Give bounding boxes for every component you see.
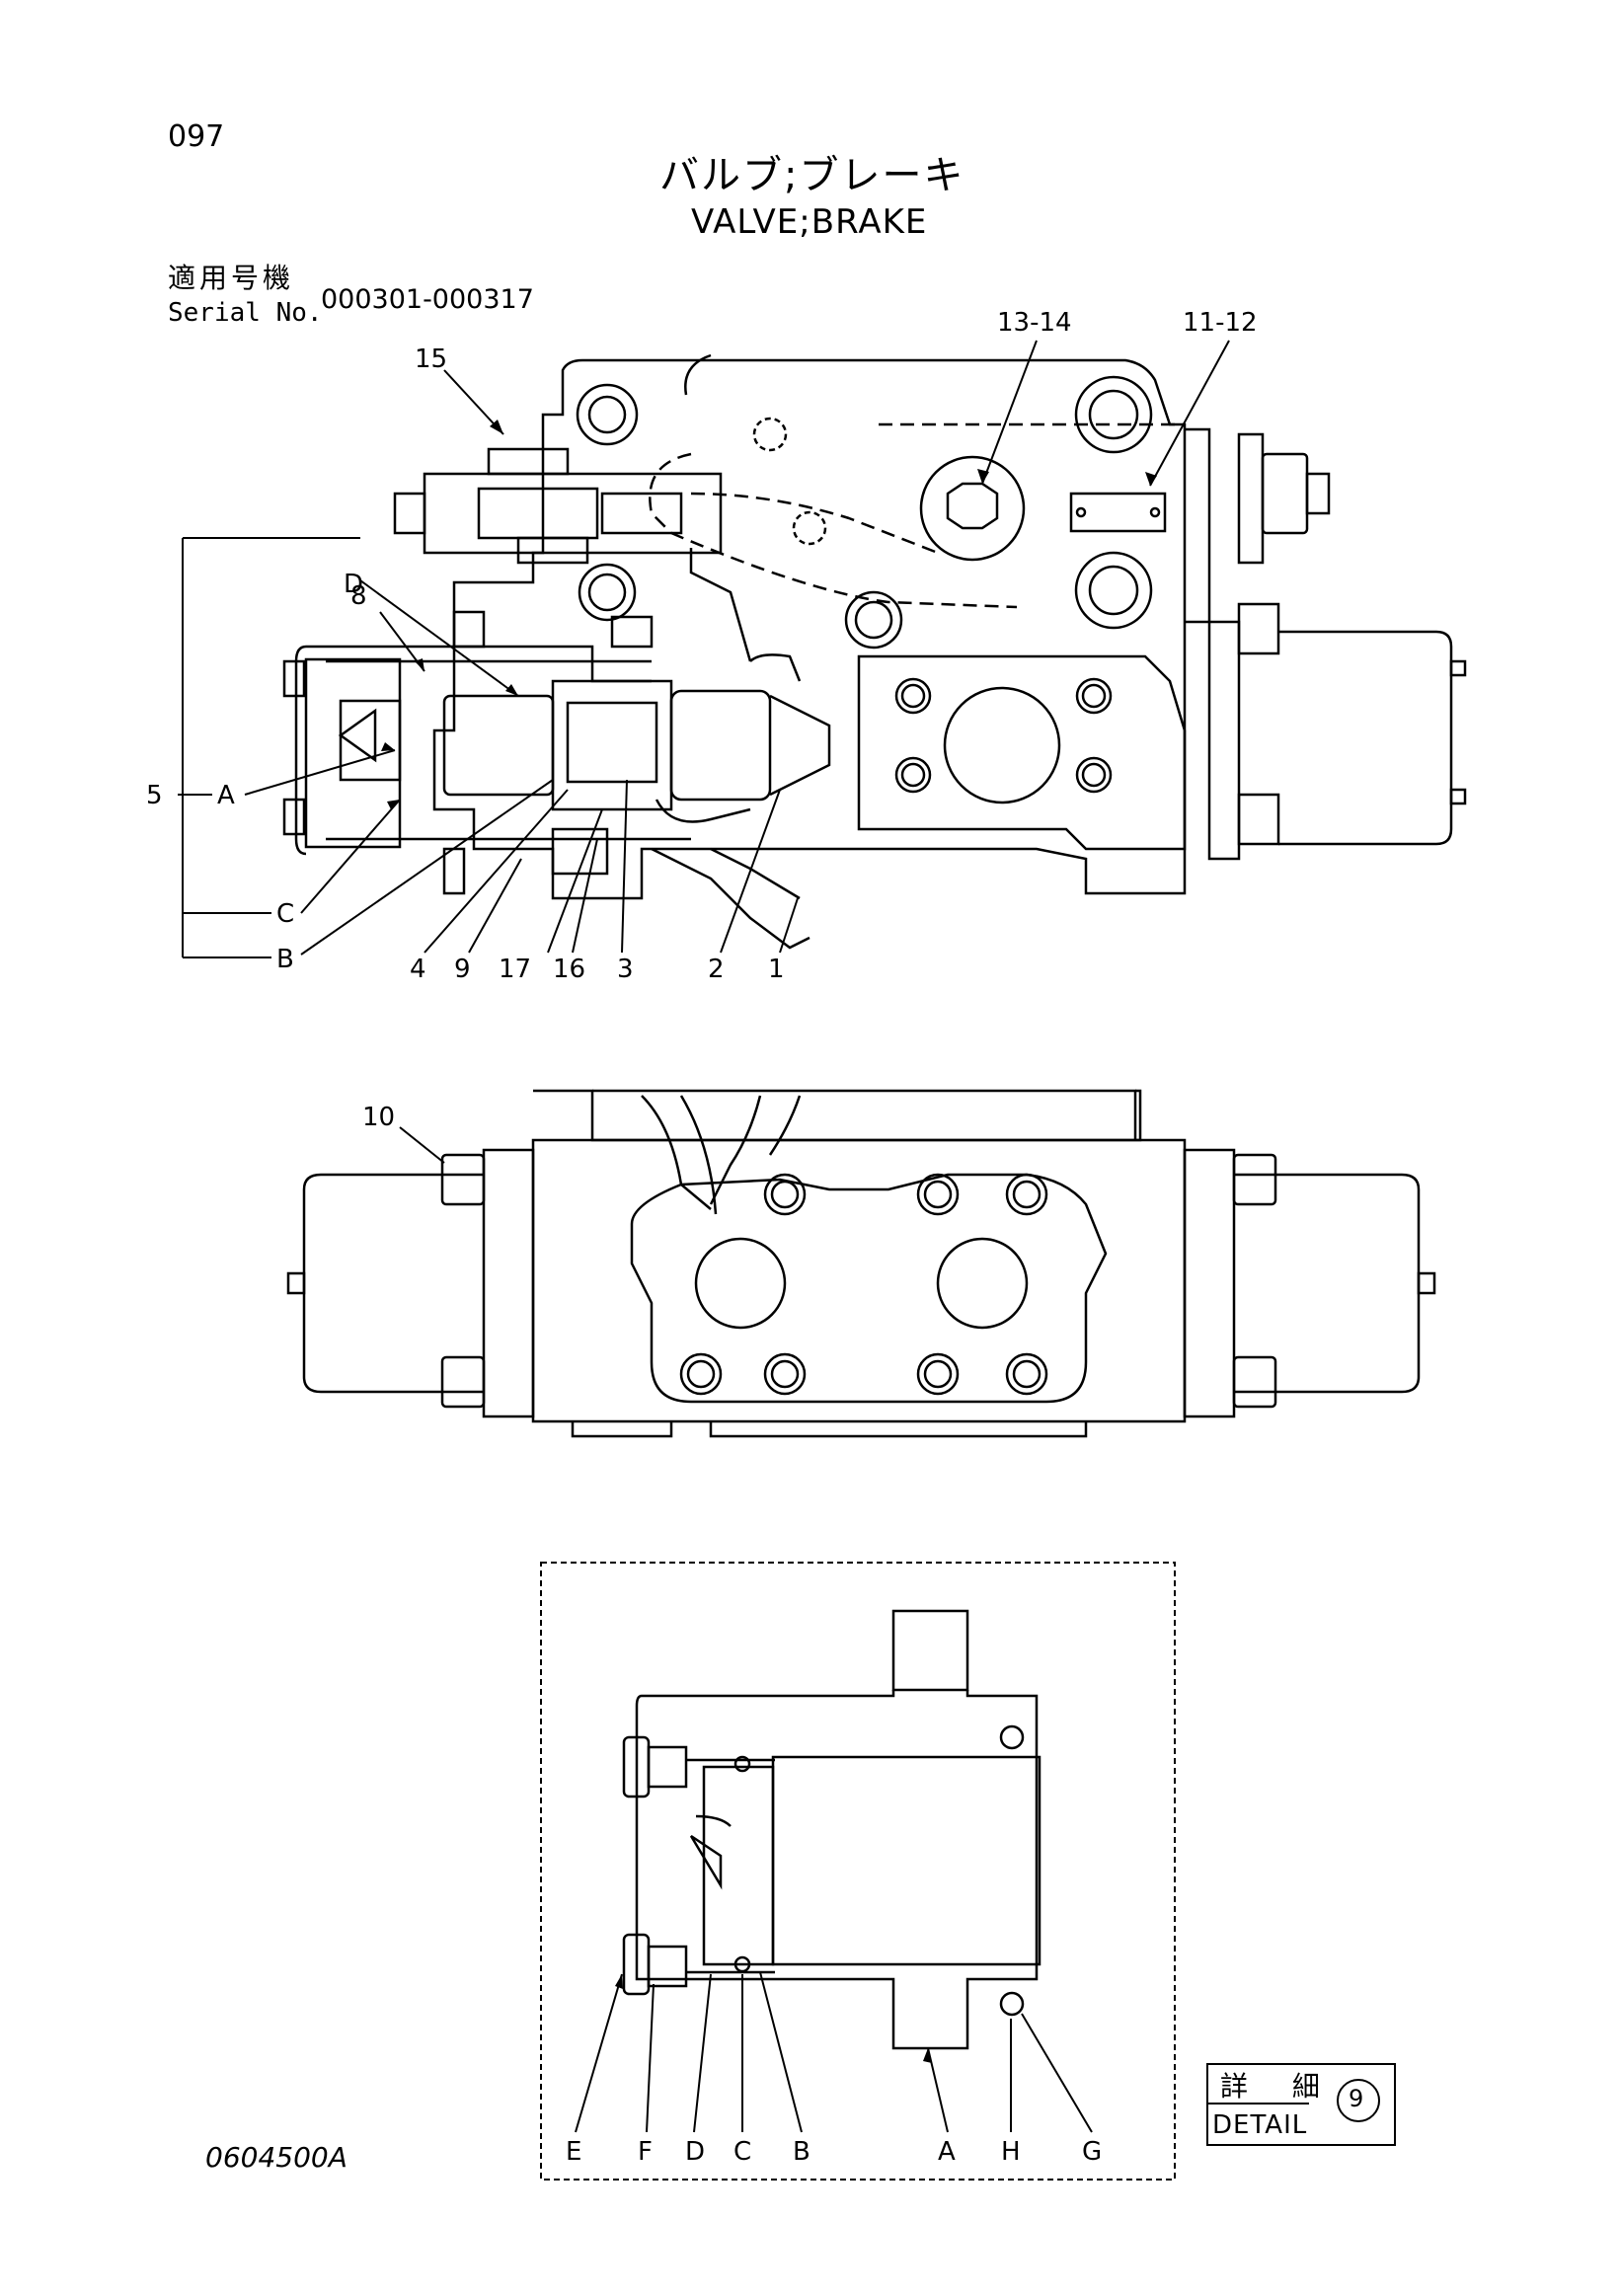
detail-view-callouts: E F D C B A H G [566, 2137, 1102, 2167]
detail-callout-H: H [1001, 2137, 1021, 2167]
detail-callout-B: B [793, 2137, 810, 2167]
detail-callout-C: C [733, 2137, 751, 2167]
detail-callout-E: E [566, 2137, 581, 2167]
detail-label-box [1206, 2063, 1396, 2146]
top-sectional-view [282, 353, 1467, 950]
callout-13-14: 13-14 [997, 308, 1072, 338]
callout-17: 17 [499, 955, 531, 984]
callout-C: C [276, 899, 294, 929]
detail-callout-A: A [938, 2137, 956, 2167]
callout-A: A [217, 781, 235, 810]
middle-external-view [286, 1089, 1436, 1438]
detail-label-english: DETAIL [1212, 2110, 1308, 2140]
callout-9: 9 [454, 955, 471, 984]
callout-3: 3 [617, 955, 634, 984]
detail-label-divider [1206, 2103, 1309, 2105]
callout-8: 8 [350, 581, 367, 611]
serial-label-english: Serial No. [168, 298, 323, 328]
detail-callout-D: D [685, 2137, 705, 2167]
callout-D: D [344, 570, 363, 599]
callout-1: 1 [768, 955, 785, 984]
detail-number-circle [1337, 2079, 1380, 2122]
callout-2: 2 [708, 955, 725, 984]
detail-number: 9 [1349, 2085, 1364, 2112]
serial-number-range: 000301-000317 [321, 284, 534, 315]
drawing-code: 0604500A [205, 2141, 347, 2174]
detail-callout-F: F [638, 2137, 653, 2167]
callout-5: 5 [146, 781, 163, 810]
callout-4: 4 [410, 955, 426, 984]
serial-label-japanese: 適用号機 [168, 262, 295, 294]
detail-label-japanese: 詳 細 [1220, 2070, 1338, 2103]
middle-view-callouts: 10 [362, 1103, 395, 1132]
top-view-callouts: 13-14 11-12 15 D 8 A 5 C B 4 9 17 16 3 2… [146, 308, 1258, 984]
title-japanese: バルブ;ブレーキ [659, 153, 965, 198]
page-number: 097 [168, 119, 225, 154]
callout-16: 16 [553, 955, 585, 984]
callout-15: 15 [415, 344, 447, 374]
callout-10: 10 [362, 1103, 395, 1132]
detail-view [540, 1562, 1176, 2181]
detail-callout-G: G [1082, 2137, 1102, 2167]
callout-B: B [276, 945, 294, 974]
title-english: VALVE;BRAKE [691, 202, 928, 242]
callout-11-12: 11-12 [1183, 308, 1258, 338]
